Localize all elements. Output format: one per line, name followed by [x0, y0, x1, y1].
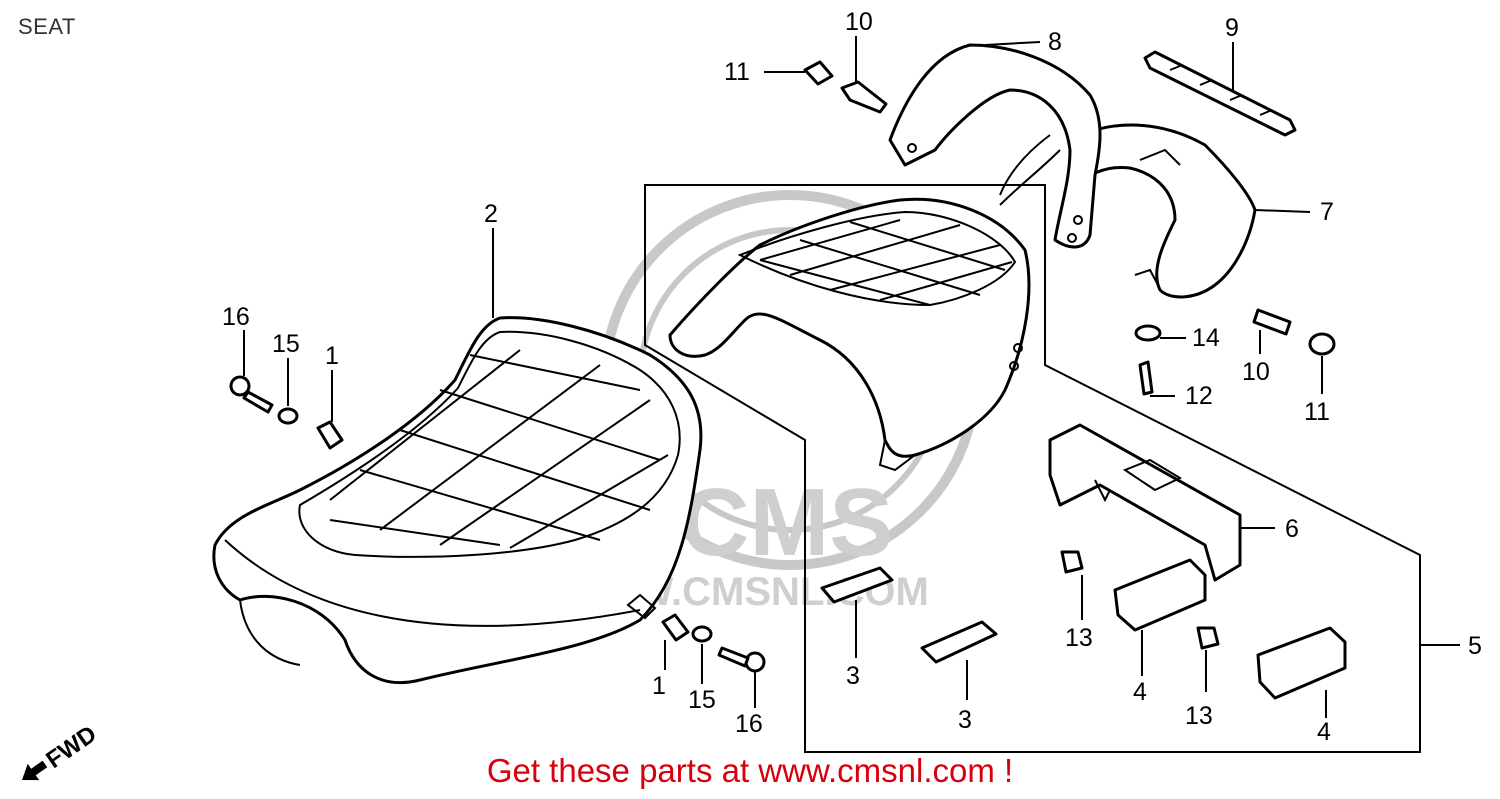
callout-1-right: 1 [652, 672, 666, 700]
fastener-set-top [803, 60, 888, 114]
main-seat [212, 316, 703, 685]
fastener-set-left [229, 375, 344, 450]
rear-assembly-bracket [644, 184, 1421, 753]
callout-13-right: 13 [1185, 702, 1213, 730]
callout-13-left: 13 [1065, 624, 1093, 652]
callout-4-right: 4 [1317, 718, 1331, 746]
rubber-blocks [1113, 558, 1347, 700]
callout-9: 9 [1225, 14, 1239, 42]
callout-4-left: 4 [1133, 678, 1147, 706]
seat-bracket [1048, 423, 1242, 582]
callout-10-right: 10 [1242, 358, 1270, 386]
rubber-pads [820, 566, 998, 664]
fastener-set-right [661, 613, 766, 673]
callout-16-right: 16 [735, 710, 763, 738]
callout-11-top: 11 [724, 58, 750, 86]
callout-3-right: 3 [958, 706, 972, 734]
callout-8: 8 [1048, 28, 1062, 56]
callout-1-left: 1 [325, 342, 339, 370]
callout-10-top: 10 [845, 8, 873, 36]
leader-lines [243, 36, 1460, 718]
emblem-strip [1143, 50, 1297, 137]
callout-6: 6 [1285, 515, 1299, 543]
callout-3-left: 3 [846, 662, 860, 690]
callout-labels: 2 16 15 1 1 15 16 10 11 8 9 7 14 12 10 1… [222, 8, 1482, 746]
callout-7: 7 [1320, 198, 1334, 226]
callout-14: 14 [1192, 324, 1220, 352]
callout-2: 2 [484, 200, 498, 228]
callout-15-left: 15 [272, 330, 300, 358]
fastener-set-rear [1060, 308, 1336, 650]
callout-16-left: 16 [222, 303, 250, 331]
rear-cowl [668, 197, 1031, 472]
watermark-logo: CMS [680, 469, 893, 576]
callout-11-right: 11 [1304, 398, 1330, 426]
page-title: SEAT [18, 14, 76, 39]
grab-rail [888, 43, 1102, 249]
callout-5: 5 [1468, 632, 1482, 660]
callout-15-right: 15 [688, 686, 716, 714]
fwd-arrow-icon [22, 760, 48, 781]
callout-12: 12 [1185, 382, 1213, 410]
promo-banner: Get these parts at www.cmsnl.com ! [486, 752, 1014, 789]
